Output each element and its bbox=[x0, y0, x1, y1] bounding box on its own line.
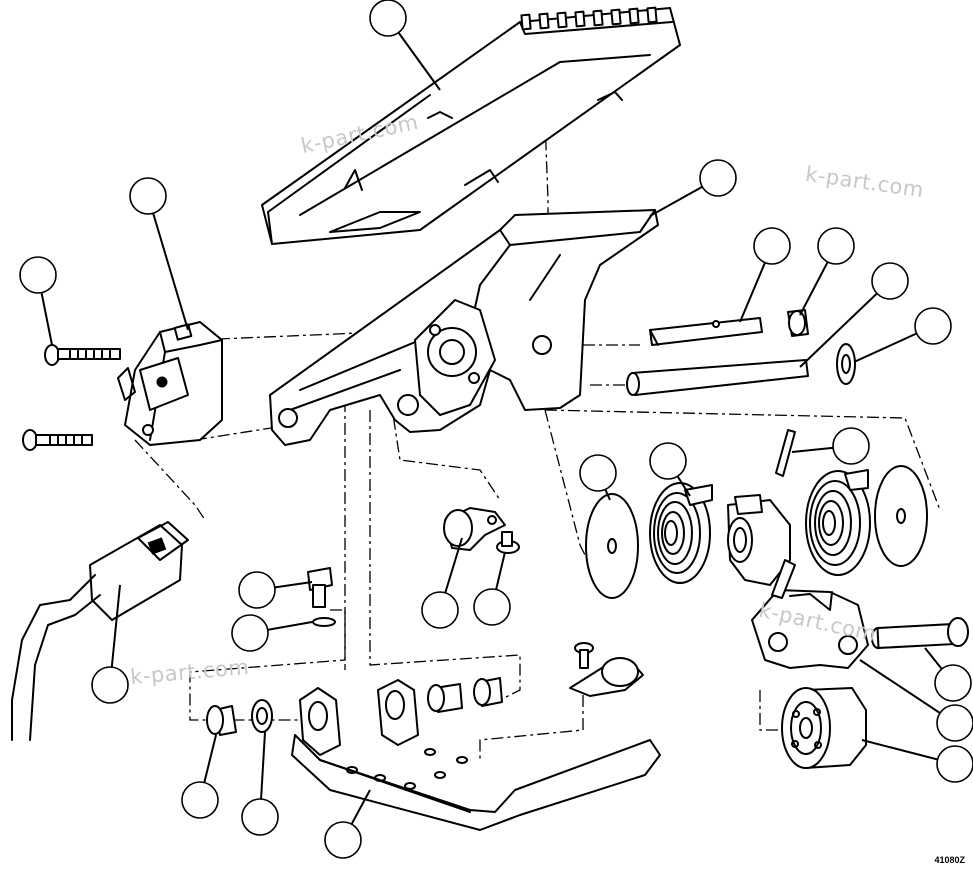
pedal-pad-cover bbox=[261, 6, 681, 245]
callout-pedal-arm bbox=[699, 159, 737, 197]
spacer-disc-right bbox=[874, 465, 928, 567]
mount-washer bbox=[312, 617, 336, 627]
callout-damper-roller bbox=[936, 745, 973, 783]
callout-arm-link bbox=[936, 704, 973, 742]
clip-screw bbox=[496, 531, 520, 554]
callout-cable-clip bbox=[421, 591, 459, 629]
callout-shaft-washer bbox=[914, 307, 952, 345]
figure-code: 41080Z bbox=[934, 855, 965, 865]
damper-roller bbox=[781, 687, 867, 769]
sensor-screw-upper bbox=[44, 344, 121, 366]
shaft-washer bbox=[836, 343, 856, 385]
callout-bushing-right bbox=[241, 798, 279, 836]
callout-bushing-left bbox=[181, 781, 219, 819]
wiring-connector bbox=[11, 521, 189, 741]
callout-mount-bolt bbox=[238, 571, 276, 609]
pivot-pin bbox=[649, 317, 763, 346]
return-spring-right bbox=[805, 469, 871, 576]
callout-mount-washer bbox=[231, 614, 269, 652]
callout-pin-bushing bbox=[817, 227, 855, 265]
bushing-right bbox=[427, 677, 503, 713]
mount-bolt bbox=[307, 567, 333, 608]
cover-teeth bbox=[520, 6, 658, 31]
spring-hub bbox=[727, 494, 791, 586]
pin-bushing bbox=[787, 309, 809, 337]
bushing-left bbox=[206, 699, 273, 736]
pivot-shaft bbox=[626, 359, 809, 396]
callout-position-sensor bbox=[129, 177, 167, 215]
cable-clip-lower bbox=[569, 642, 644, 697]
arm-link bbox=[751, 559, 869, 669]
callout-pivot-shaft bbox=[871, 262, 909, 300]
mounting-bracket bbox=[291, 679, 661, 831]
callout-mounting-bracket bbox=[324, 821, 362, 859]
callout-pedal-pad-cover bbox=[369, 0, 407, 37]
callout-return-spring bbox=[649, 442, 687, 480]
callout-spacer-disc bbox=[579, 454, 617, 492]
sensor-screw-lower bbox=[22, 429, 93, 451]
callout-pivot-pin bbox=[753, 227, 791, 265]
return-spring-left bbox=[649, 482, 713, 584]
callout-link-bolt bbox=[934, 664, 972, 702]
roll-pin bbox=[775, 429, 796, 477]
link-bolt bbox=[871, 617, 969, 649]
callout-wiring-connector bbox=[91, 666, 129, 704]
callout-circles bbox=[19, 0, 973, 859]
cable-clip bbox=[443, 507, 506, 551]
callout-sensor-screw bbox=[19, 256, 57, 294]
pedal-arm bbox=[269, 209, 659, 446]
callout-roll-pin bbox=[832, 427, 870, 465]
spacer-disc-left bbox=[585, 493, 639, 599]
callout-clip-screw bbox=[473, 588, 511, 626]
position-sensor bbox=[117, 321, 223, 446]
